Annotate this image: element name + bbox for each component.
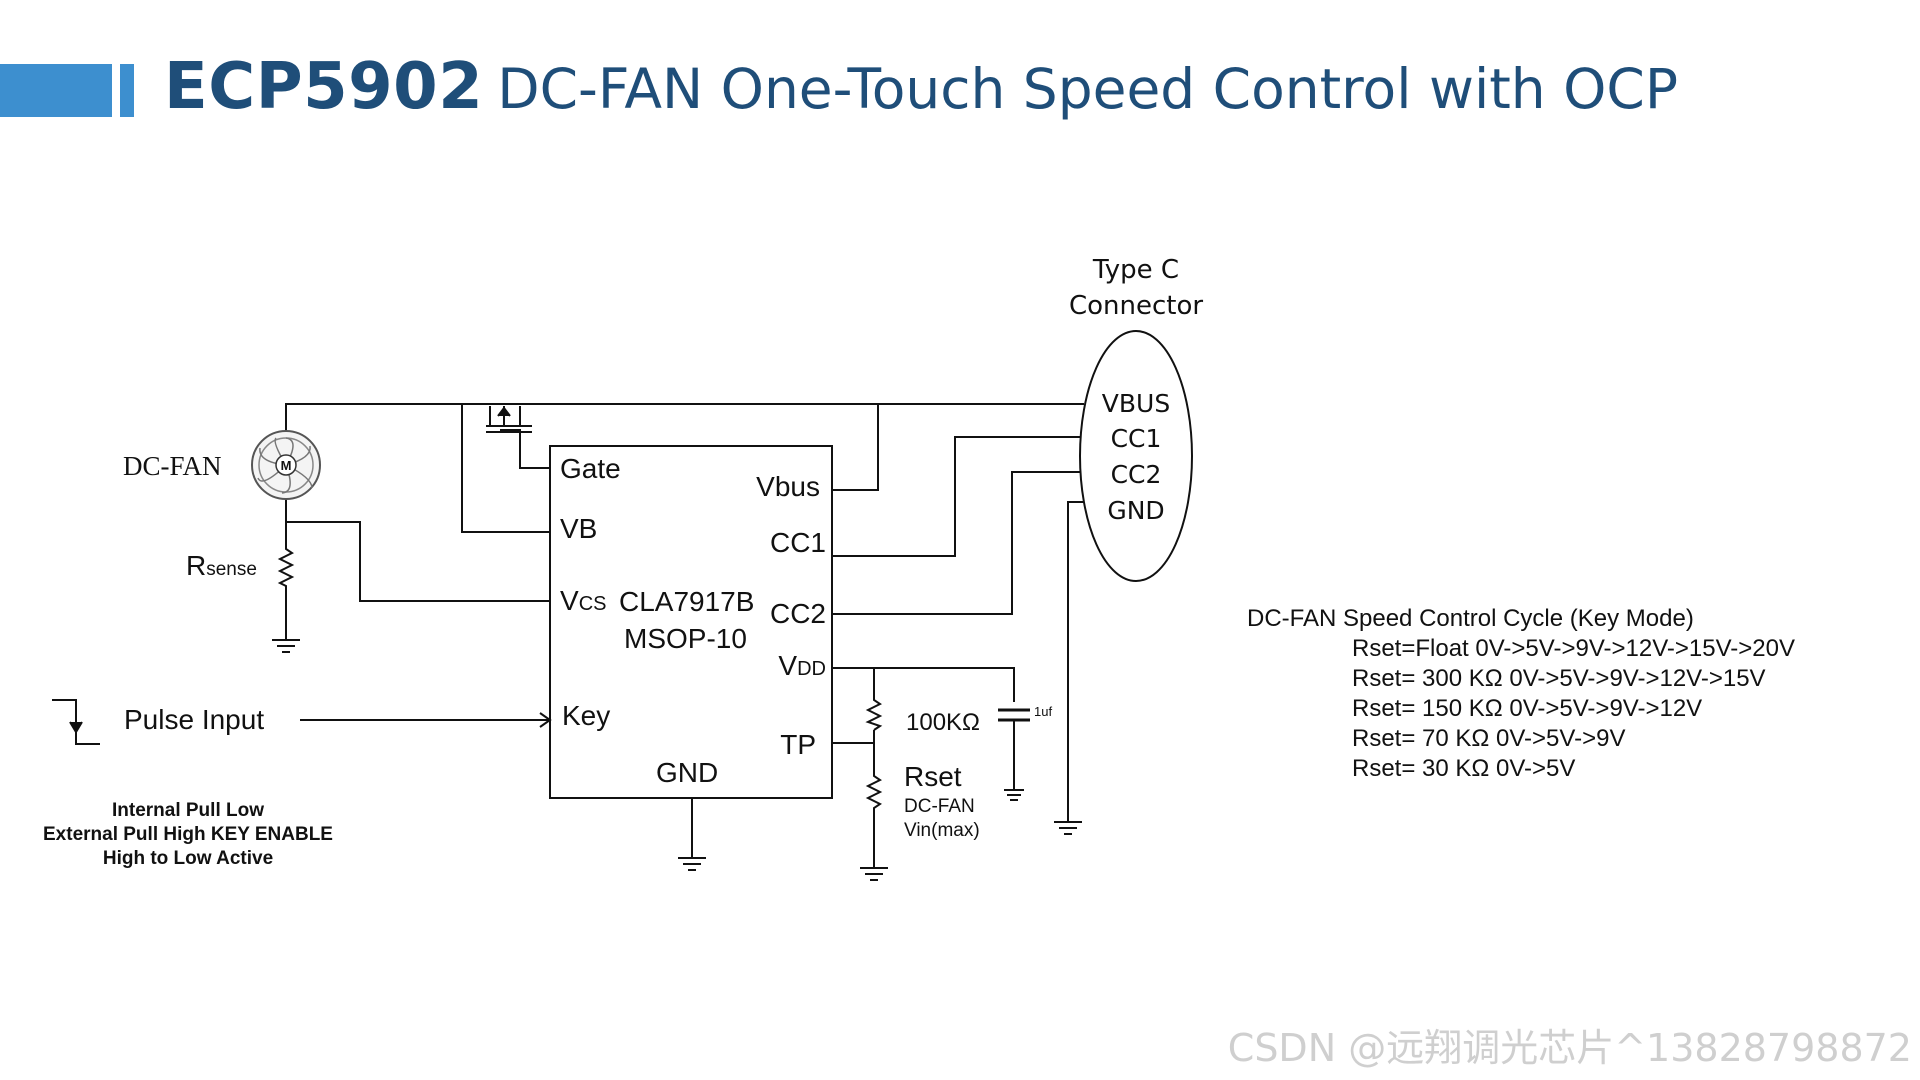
ic-pin-key: Key	[562, 700, 610, 731]
speed-table-row: Rset=Float 0V->5V->9V->12V->15V->20V	[1352, 635, 1795, 662]
ic-pin-vdd: VDD	[778, 650, 826, 681]
ic-pin-vcs: VCS	[560, 585, 606, 616]
wire-top-rail	[285, 403, 1084, 434]
ic-pin-vdd-sub: DD	[797, 658, 826, 680]
ic-pin-vb: VB	[560, 513, 597, 544]
ic-pin-vbus: Vbus	[756, 471, 820, 502]
capacitor-1uf	[998, 708, 1030, 722]
wire-cc2	[832, 471, 1080, 615]
speed-table-heading: DC-FAN Speed Control Cycle (Key Mode)	[1247, 605, 1694, 632]
key-note-line1: Internal Pull Low	[112, 800, 264, 821]
rsense-label: Rsense	[186, 550, 257, 581]
resistor-100k-label: 100KΩ	[906, 709, 980, 736]
ic-pin-tp: TP	[780, 729, 816, 760]
rset-sub1: DC-FAN	[904, 796, 975, 817]
connector-title-line2: Connector	[1069, 291, 1203, 321]
ic-pin-cc1: CC1	[770, 527, 826, 558]
watermark: CSDN @远翔调光芯片^13828798872	[1227, 1026, 1912, 1070]
pulse-waveform-icon	[52, 699, 100, 745]
wire-vb	[461, 404, 550, 533]
connector-pin-gnd: GND	[1107, 496, 1164, 525]
capacitor-label: 1uf	[1034, 704, 1052, 719]
wire-gate	[500, 429, 550, 469]
typec-connector-body	[1079, 330, 1193, 582]
speed-table-row: Rset= 150 KΩ 0V->5V->9V->12V	[1352, 695, 1702, 722]
resistor-rset	[865, 772, 883, 810]
rset-sub2: Vin(max)	[904, 820, 980, 841]
key-note-line3: High to Low Active	[103, 848, 273, 869]
ic-part-number: CLA7917B	[619, 586, 754, 617]
connector-pin-vbus: VBUS	[1102, 389, 1170, 418]
connector-title-line1: Type C	[1092, 255, 1179, 285]
ic-pin-cc2: CC2	[770, 598, 826, 629]
resistor-100k	[865, 696, 883, 731]
speed-table-row: Rset= 30 KΩ 0V->5V	[1352, 755, 1575, 782]
wire-vbus	[832, 404, 879, 491]
rset-label: Rset	[904, 761, 962, 792]
fan-motor-symbol: M	[281, 458, 292, 473]
wire-conn-gnd	[1067, 501, 1084, 822]
title-subtitle: DC-FAN One-Touch Speed Control with OCP	[497, 57, 1678, 121]
title-accent-bar	[0, 64, 112, 117]
fan-icon: M	[251, 430, 321, 500]
title-accent-stripe	[120, 64, 134, 117]
ic-pin-vdd-main: V	[778, 650, 797, 681]
fan-label: DC-FAN	[123, 451, 222, 481]
ground-symbol-cap	[1004, 789, 1024, 801]
wire-vdd	[832, 667, 1015, 702]
wires	[285, 403, 1084, 868]
ic-pin-gate: Gate	[560, 453, 621, 484]
ic-body	[549, 445, 833, 799]
ground-symbol-rsense	[272, 639, 300, 653]
wire-vcs	[286, 521, 550, 602]
connector-pin-cc1: CC1	[1111, 424, 1162, 453]
ic-package: MSOP-10	[624, 623, 747, 654]
pulse-input-label: Pulse Input	[124, 704, 264, 735]
speed-table-row: Rset= 300 KΩ 0V->5V->9V->12V->15V	[1352, 665, 1766, 692]
ground-symbol-connector	[1054, 821, 1082, 835]
mosfet-symbol	[486, 406, 532, 433]
ic-pin-vcs-main: V	[560, 585, 579, 616]
wire-cc1	[832, 436, 1080, 557]
ground-symbol-rset	[860, 867, 888, 881]
rsense-label-sub: sense	[206, 559, 257, 580]
title-model: ECP5902	[164, 50, 484, 124]
ic-pin-vcs-sub: CS	[579, 593, 607, 615]
key-note-line2: External Pull High KEY ENABLE	[43, 824, 333, 845]
rsense-resistor	[277, 544, 295, 590]
ic-pin-gnd: GND	[656, 757, 718, 788]
ground-symbol-ic	[678, 857, 706, 871]
speed-table-row: Rset= 70 KΩ 0V->5V->9V	[1352, 725, 1625, 752]
rsense-label-main: R	[186, 550, 206, 581]
connector-pin-cc2: CC2	[1111, 460, 1162, 489]
